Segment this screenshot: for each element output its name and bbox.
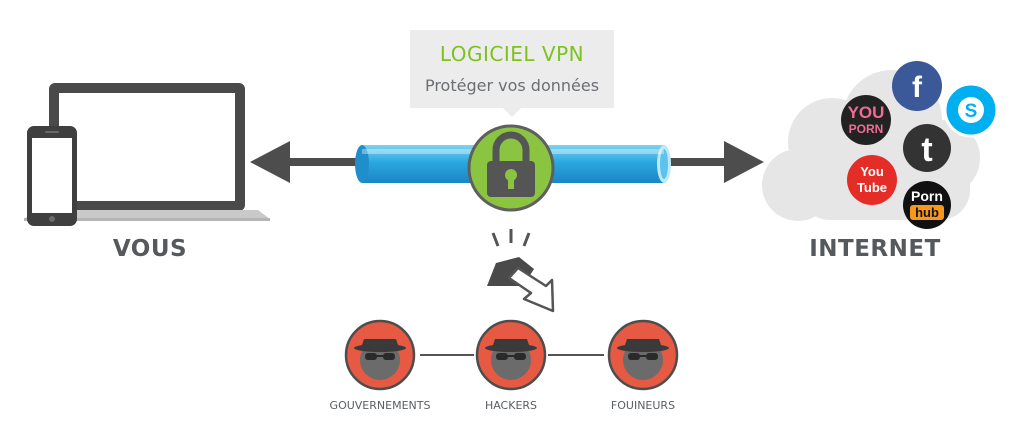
pornhub-icon: Porn hub	[903, 181, 951, 229]
smartphone-icon	[27, 126, 77, 226]
threat-label-hackers: HACKERS	[484, 399, 538, 412]
hacker-spy-icon	[475, 319, 547, 391]
you-label: VOUS	[112, 236, 188, 262]
internet-label: INTERNET	[809, 236, 941, 262]
devices-illustration	[24, 83, 270, 226]
arrow-right-icon	[665, 141, 764, 183]
svg-text:S: S	[965, 101, 978, 122]
youtube-icon: You Tube	[847, 155, 897, 205]
svg-text:PORN: PORN	[849, 122, 884, 136]
skype-icon: S	[943, 82, 999, 138]
vpn-callout: LOGICIEL VPN Protéger vos données	[410, 30, 614, 108]
svg-text:YOU: YOU	[848, 103, 885, 122]
blocked-hand-icon	[487, 229, 555, 313]
snooper-spy-icon	[607, 319, 679, 391]
facebook-icon: f	[892, 61, 942, 111]
svg-text:Porn: Porn	[911, 188, 943, 204]
svg-text:t: t	[921, 131, 932, 169]
laptop-icon	[24, 83, 270, 221]
arrow-left-icon	[250, 141, 358, 183]
vpn-callout-pointer	[502, 107, 522, 117]
svg-text:Tube: Tube	[857, 180, 887, 195]
vpn-title: LOGICIEL VPN	[439, 42, 585, 66]
threat-label-snoopers: FOUINEURS	[610, 399, 676, 412]
threat-label-governments: GOUVERNEMENTS	[329, 399, 431, 412]
youporn-icon: YOU PORN	[841, 95, 891, 145]
svg-text:f: f	[912, 71, 923, 104]
svg-text:You: You	[860, 164, 884, 179]
vpn-subtitle: Protéger vos données	[424, 76, 600, 95]
svg-text:hub: hub	[915, 205, 939, 220]
government-spy-icon	[344, 319, 416, 391]
twitter-icon: t	[903, 124, 951, 172]
lock-icon	[467, 124, 555, 212]
